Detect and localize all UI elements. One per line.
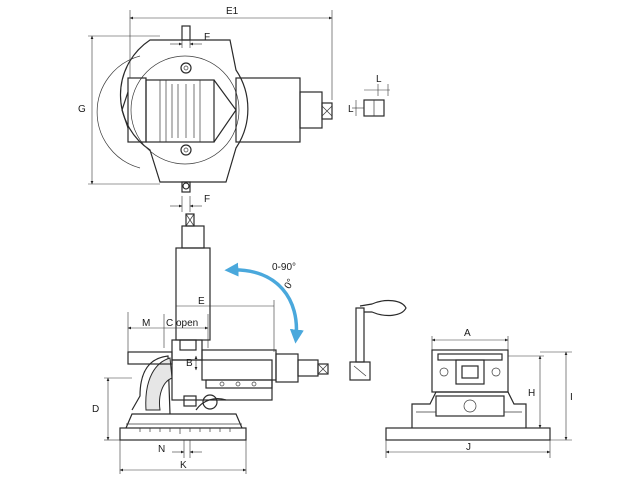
crank-handle — [349, 299, 407, 381]
swivel-screw-vertical — [175, 213, 211, 351]
dim-label-d: D — [92, 404, 99, 415]
dim-label-m: M — [142, 318, 150, 329]
side-view — [104, 300, 329, 474]
dim-label-c-open: C open — [166, 318, 198, 329]
dim-label-h: H — [528, 388, 535, 399]
dim-label-f-top: F — [204, 32, 210, 43]
dim-label-g: G — [78, 104, 86, 115]
top-view — [88, 10, 390, 212]
dim-label-e1: E1 — [226, 6, 239, 17]
dim-label-l-left: L — [348, 104, 354, 115]
dim-label-i: I — [570, 392, 573, 403]
dim-label-a: A — [464, 328, 471, 339]
dim-label-b: B — [186, 358, 193, 369]
dim-label-angle-symbol: 0° — [283, 277, 297, 291]
dim-label-n: N — [158, 444, 165, 455]
front-view — [385, 336, 572, 458]
dim-label-e: E — [198, 296, 205, 307]
dim-label-f-bottom: F — [204, 194, 210, 205]
dim-label-l-right: L — [376, 74, 382, 85]
dim-label-j: J — [466, 442, 471, 453]
dim-label-k: K — [180, 460, 187, 471]
dim-label-angle: 0-90° — [272, 262, 296, 273]
rotation-arrow — [224, 262, 304, 344]
